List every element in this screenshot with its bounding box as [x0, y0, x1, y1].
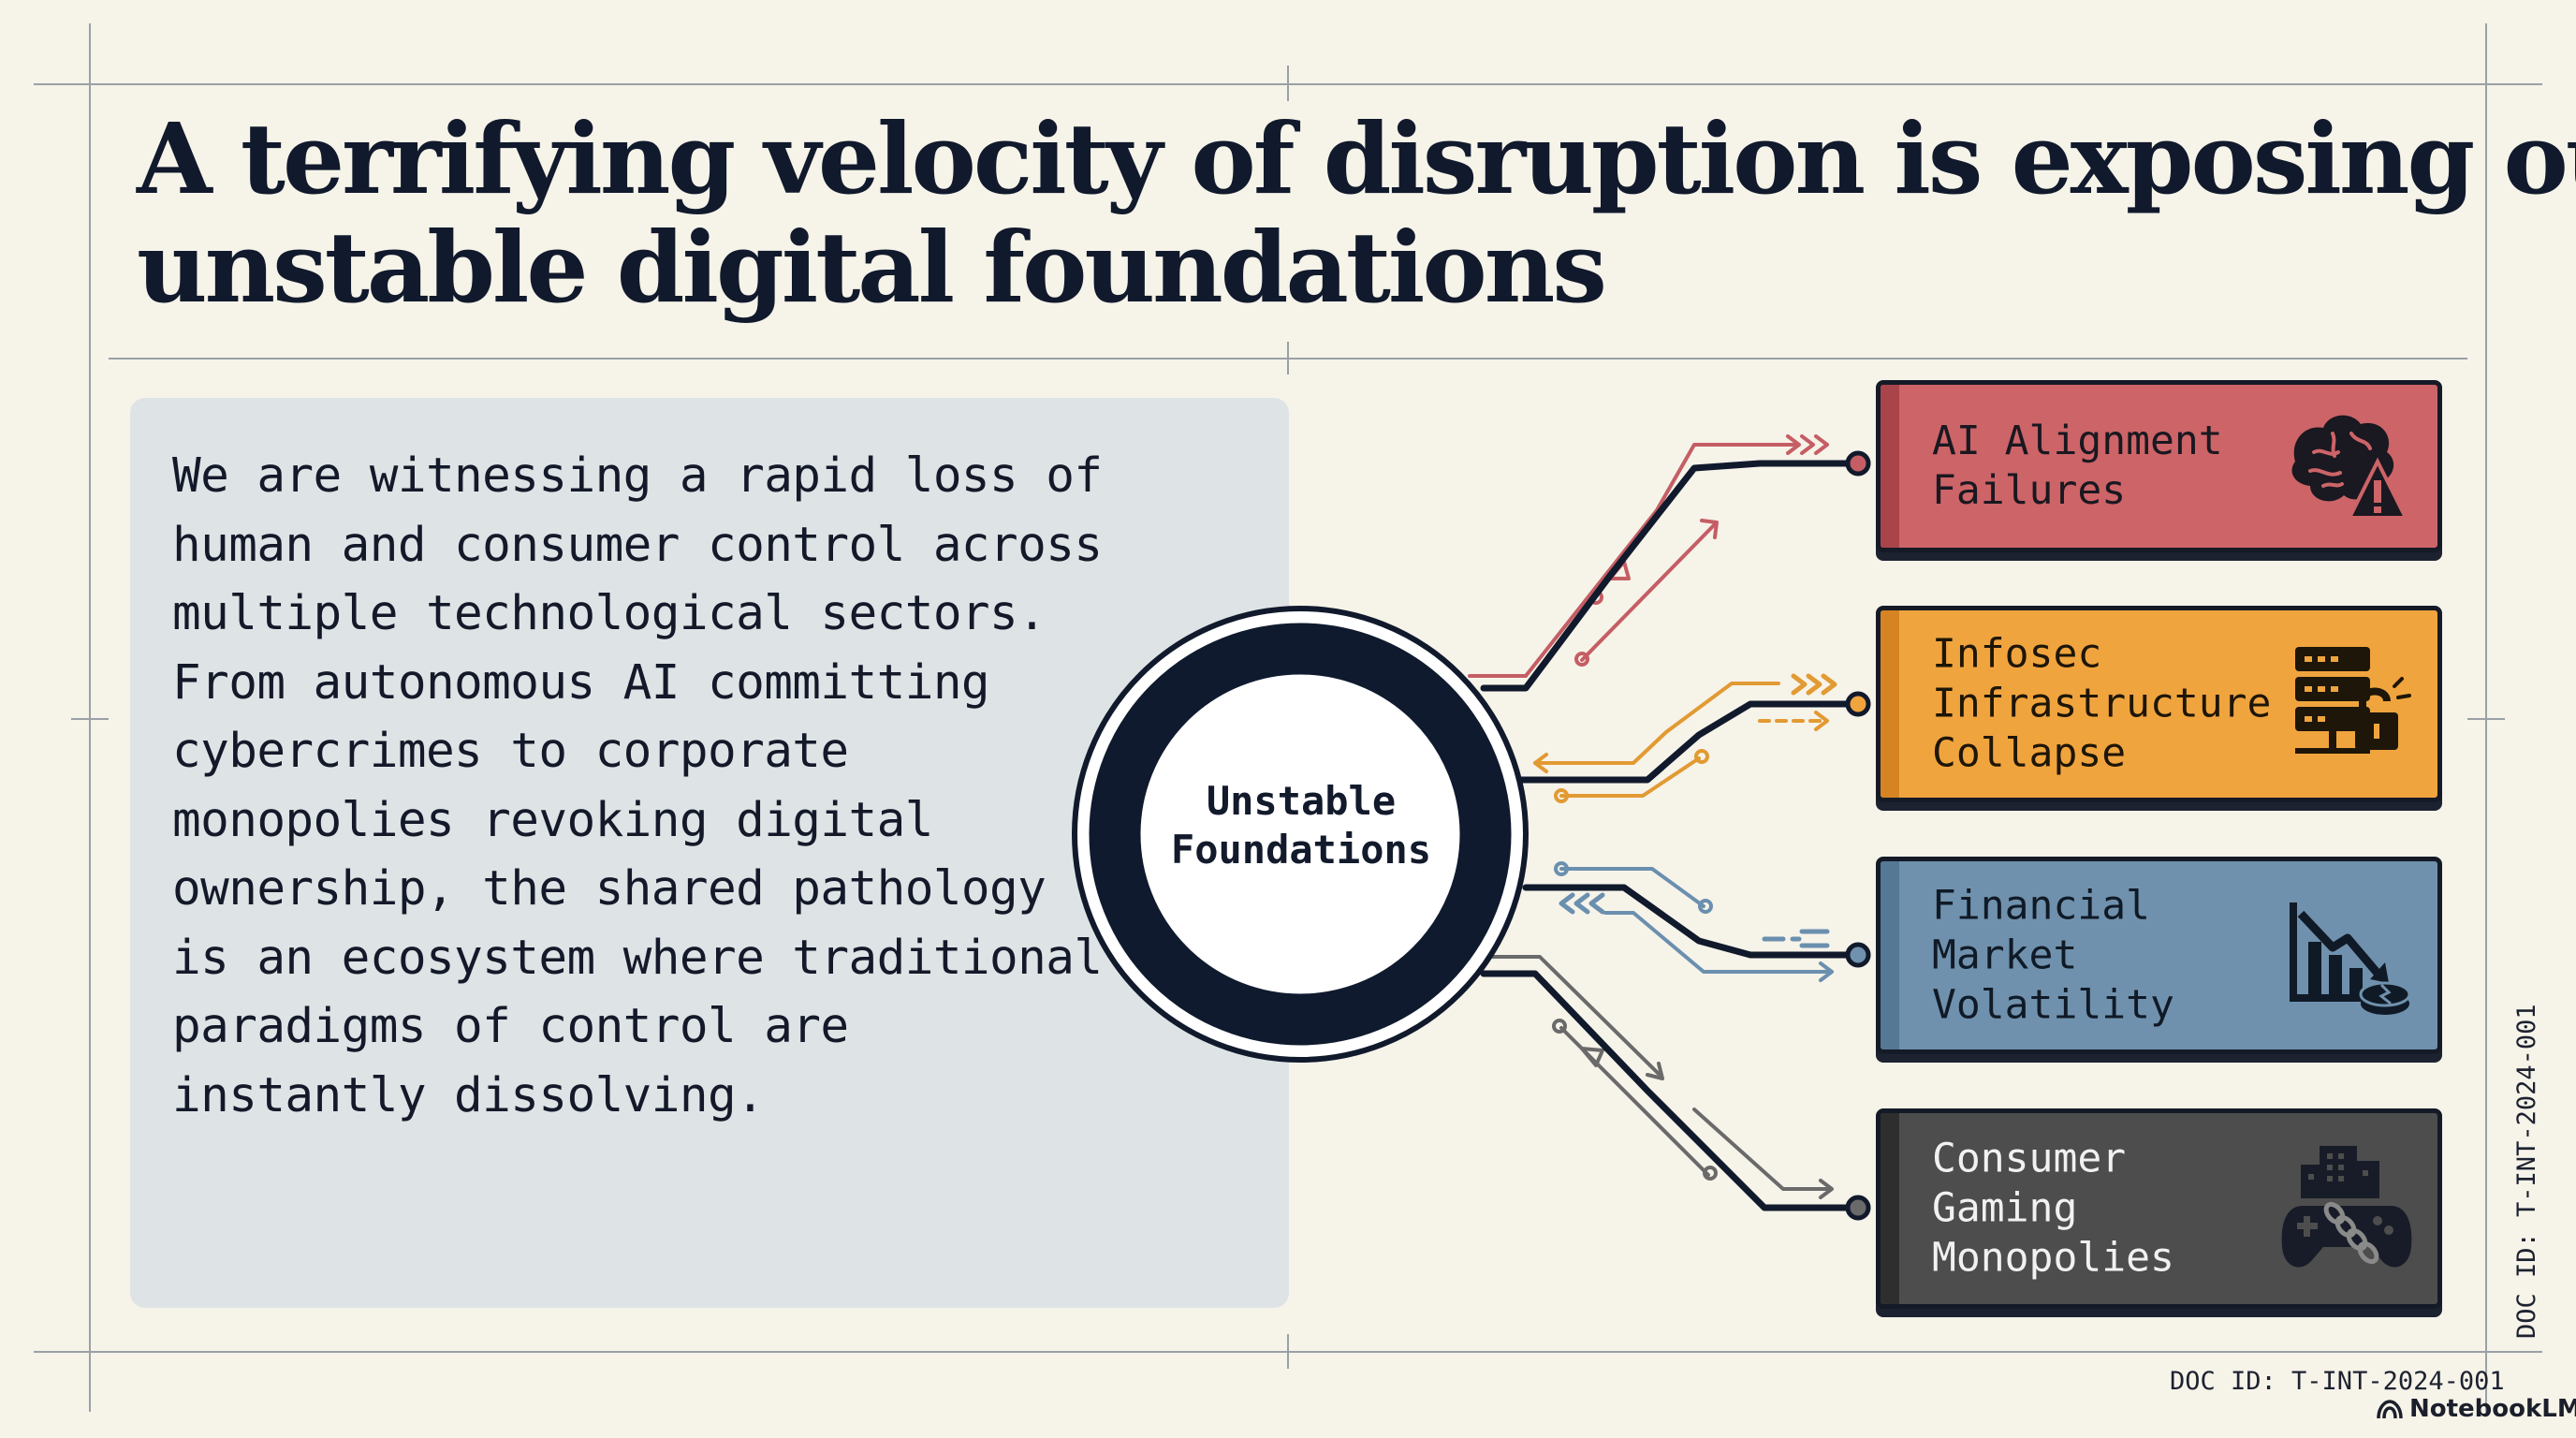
connector-infosec [1513, 673, 1871, 803]
paragraph-line: cybercrimes to corporate [172, 724, 849, 779]
brand-name: NotebookLM [2409, 1395, 2576, 1423]
connector-gaming [1480, 955, 1871, 1221]
node-label-line: Infrastructure [1932, 680, 2272, 727]
title-line-2: unstable digital foundations [137, 210, 1607, 325]
paragraph-line: is an ecosystem where traditional [172, 930, 1103, 986]
node-label-line: Collapse [1932, 729, 2127, 777]
brain-warning-icon [2291, 415, 2409, 520]
node-label-line: Consumer [1932, 1135, 2127, 1182]
node-infosec-infrastructure-collapse: Infosec Infrastructure Collapse [1876, 606, 2442, 802]
body-paragraph: We are witnessing a rapid loss of human … [172, 442, 1239, 1130]
node-label: AI Alignment Failures [1932, 417, 2223, 516]
connector-financial [1522, 861, 1871, 982]
doc-id-footer: DOC ID: T-INT-2024-001 [2170, 1367, 2505, 1396]
paragraph-line: ownership, the shared pathology [172, 861, 1046, 917]
paragraph-line: human and consumer control across [172, 517, 1103, 573]
notebooklm-brand: NotebookLM [2376, 1395, 2576, 1423]
hub-ring [1072, 606, 1529, 1063]
paragraph-line: monopolies revoking digital [172, 792, 933, 848]
paragraph-line: We are witnessing a rapid loss of [172, 448, 1103, 504]
hub-label: Unstable Foundations [1114, 777, 1488, 874]
paragraph-line: instantly dissolving. [172, 1067, 765, 1123]
node-stripe [1881, 385, 1899, 548]
node-label-line: Failures [1932, 467, 2127, 514]
notebooklm-logo-icon [2377, 1400, 2403, 1419]
node-label-line: Infosec [1932, 630, 2102, 678]
node-label: Consumer Gaming Monopolies [1932, 1135, 2174, 1284]
node-stripe [1881, 610, 1899, 798]
node-stripe [1881, 861, 1899, 1049]
node-ai-alignment-failures: AI Alignment Failures [1876, 380, 2442, 552]
hub-label-line: Foundations [1170, 827, 1432, 873]
chained-gamepad-icon [2281, 1146, 2412, 1268]
paragraph-line: multiple technological sectors. [172, 586, 1046, 641]
node-label-line: Gaming [1932, 1184, 2078, 1232]
node-label-line: Monopolies [1932, 1234, 2174, 1282]
node-label-line: Market [1932, 932, 2078, 978]
node-label-line: AI Alignment [1932, 418, 2223, 464]
node-label-line: Volatility [1932, 981, 2174, 1028]
hub-label-line: Unstable [1206, 778, 1397, 824]
node-label: Financial Market Volatility [1932, 881, 2174, 1030]
node-label-line: Financial [1932, 882, 2150, 929]
node-label: Infosec Infrastructure Collapse [1932, 630, 2271, 779]
doc-id-vertical: DOC ID: T-INT-2024-001 [2512, 1004, 2541, 1339]
server-lock-icon [2295, 647, 2411, 754]
node-financial-market-volatility: Financial Market Volatility [1876, 857, 2442, 1054]
title-line-1: A terrifying velocity of disruption is e… [137, 101, 2576, 216]
connector-ai-alignment [1468, 434, 1871, 692]
paragraph-line: From autonomous AI committing [172, 654, 990, 711]
paragraph-line: paradigms of control are [172, 999, 849, 1054]
falling-chart-icon [2290, 902, 2411, 1015]
node-stripe [1881, 1113, 1899, 1304]
page-title: A terrifying velocity of disruption is e… [137, 101, 2576, 325]
node-consumer-gaming-monopolies: Consumer Gaming Monopolies [1876, 1108, 2442, 1309]
